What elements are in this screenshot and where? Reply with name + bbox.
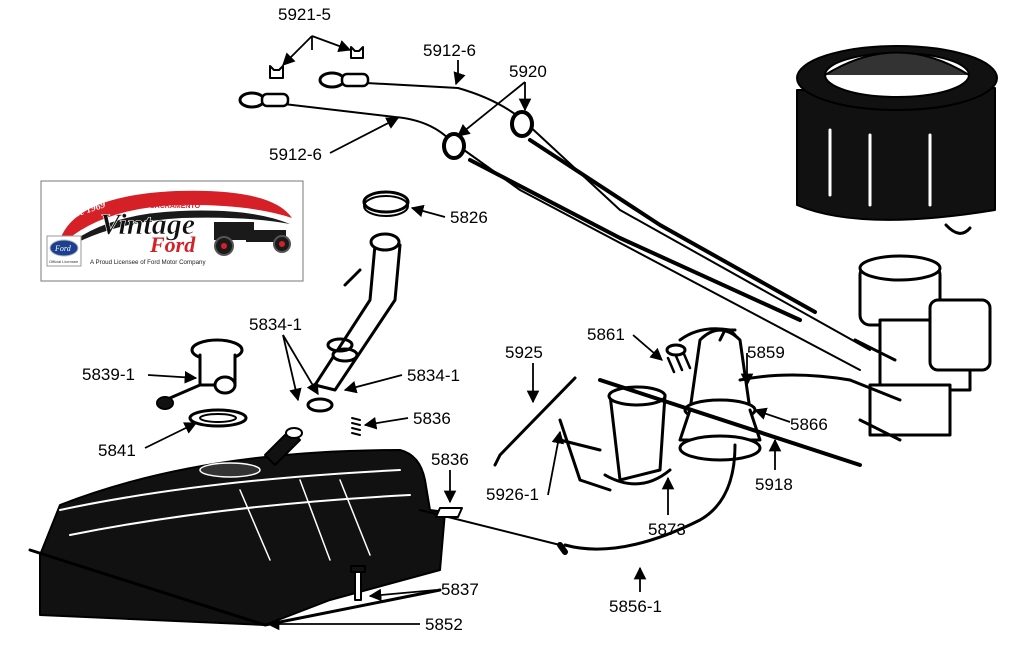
- logo-sacramento-text: SACRAMENTO: [150, 203, 201, 210]
- logo-vintage-text: Vintage: [100, 208, 195, 241]
- ford-emblem-icon: Ford Official Licensee: [46, 235, 82, 267]
- sediment-bowl-icon: [603, 385, 672, 486]
- sending-unit-icon: [156, 338, 244, 410]
- part-label-5912-6-upper: 5912-6: [423, 41, 476, 60]
- part-label-5834-1-left: 5834-1: [249, 315, 302, 334]
- part-label-5841: 5841: [98, 441, 136, 460]
- return-spring-icon: [665, 343, 692, 374]
- part-label-5852: 5852: [425, 615, 463, 634]
- part-label-5918: 5918: [755, 475, 793, 494]
- part-label-5921-5: 5921-5: [278, 5, 331, 24]
- part-label-5836-strap: 5836: [431, 450, 469, 469]
- part-label-5859: 5859: [747, 343, 785, 362]
- official-licensee-text: Official Licensee: [49, 259, 79, 264]
- part-label-5925: 5925: [505, 343, 543, 362]
- parts-art: [28, 45, 998, 627]
- spring-icon: [351, 417, 361, 436]
- vintage-ford-logo: Since 1969 SACRAMENTO Vintage Ford Ford …: [40, 180, 304, 282]
- leader-lines: [144, 35, 791, 631]
- part-label-5837: 5837: [441, 580, 479, 599]
- gasket-icon: [188, 408, 248, 428]
- fuel-tank-icon: [28, 427, 446, 627]
- part-label-5826: 5826: [450, 208, 488, 227]
- bolt-icon: [350, 565, 366, 601]
- part-label-5856-1: 5856-1: [609, 597, 662, 616]
- hot-rod-car-icon: [214, 222, 291, 256]
- part-label-5839-1: 5839-1: [82, 365, 135, 384]
- fuel-pump-icon: [678, 328, 762, 462]
- part-label-5912-6-lower: 5912-6: [269, 145, 322, 164]
- part-label-5836-spring: 5836: [413, 409, 451, 428]
- logo-ford-text: Ford: [149, 232, 196, 257]
- cable-knob-icon: [238, 71, 370, 109]
- ford-emblem-text: Ford: [54, 244, 72, 253]
- part-labels: 5921-5 5912-6 5920 5912-6 5826 5834-1 58…: [82, 5, 828, 634]
- filler-neck-icon: [313, 232, 402, 392]
- part-label-5873: 5873: [648, 520, 686, 539]
- control-cable-icon: [249, 80, 871, 371]
- part-label-5920: 5920: [509, 62, 547, 81]
- bracket-icon: [493, 376, 612, 492]
- gas-cap-icon: [362, 190, 410, 217]
- logo-tagline-text: A Proud Licensee of Ford Motor Company: [90, 259, 206, 266]
- part-label-5926-1: 5926-1: [486, 485, 539, 504]
- air-cleaner-icon: [796, 45, 998, 235]
- grommet-icon: [442, 110, 534, 160]
- tank-strap-icon: [419, 507, 561, 546]
- carburetor-icon: [848, 254, 992, 442]
- part-label-5834-1-right: 5834-1: [407, 366, 460, 385]
- part-label-5866: 5866: [790, 415, 828, 434]
- part-label-5861: 5861: [587, 325, 625, 344]
- hose-clamp-icon: [306, 337, 354, 413]
